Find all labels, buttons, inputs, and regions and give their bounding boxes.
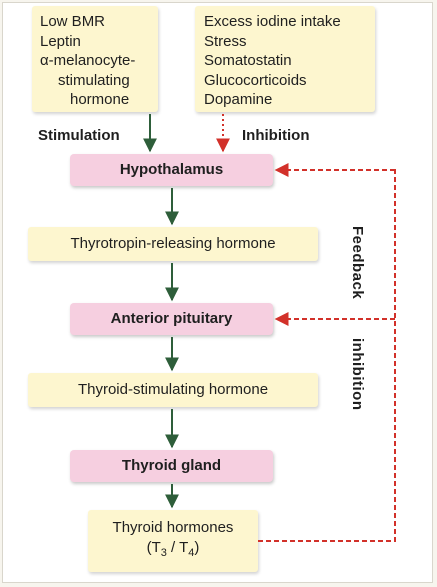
thyroid-gland-label: Thyroid gland xyxy=(121,457,222,474)
hypothalamus-box: Hypothalamus xyxy=(70,154,273,186)
thyroid-hormones-box: Thyroid hormones (T3 / T4) xyxy=(88,510,258,572)
inhibitors-box: Excess iodine intake Stress Somatostatin… xyxy=(195,6,375,112)
stimulator-item: Low BMR xyxy=(40,13,106,30)
anterior-pituitary-label: Anterior pituitary xyxy=(110,310,233,327)
hypothalamus-label: Hypothalamus xyxy=(119,161,224,178)
inhibitor-item: Glucocorticoids xyxy=(204,71,307,89)
feedback-loop-line xyxy=(258,169,396,542)
stimulator-item: Leptin xyxy=(40,32,81,50)
inhibitor-item: Somatostatin xyxy=(204,52,292,69)
t3-t4-label: (T3 / T4) xyxy=(146,539,200,559)
trh-box: Thyrotropin-releasing hormone xyxy=(28,227,318,261)
stimulator-item: stimulating xyxy=(58,71,130,89)
tsh-label: Thyroid-stimulating hormone xyxy=(77,381,269,398)
feedback-inhibition-label: inhibition xyxy=(349,338,366,411)
feedback-label: Feedback xyxy=(349,226,366,300)
tsh-box: Thyroid-stimulating hormone xyxy=(28,373,318,407)
inhibitor-item: Dopamine xyxy=(204,91,273,108)
stimulator-item: hormone xyxy=(70,91,130,108)
inhibition-label: Inhibition xyxy=(242,127,310,144)
thyroid-hormones-label: Thyroid hormones xyxy=(112,519,234,536)
inhibitor-item: Stress xyxy=(204,32,247,50)
trh-label: Thyrotropin-releasing hormone xyxy=(70,235,276,252)
stimulator-item: α-melanocyte- xyxy=(40,52,136,69)
stimulation-label: Stimulation xyxy=(38,127,120,144)
stimulators-box: Low BMR Leptin α-melanocyte- stimulating… xyxy=(32,6,158,112)
thyroid-gland-box: Thyroid gland xyxy=(70,450,273,482)
inhibitor-item: Excess iodine intake xyxy=(204,13,341,30)
anterior-pituitary-box: Anterior pituitary xyxy=(70,303,273,335)
